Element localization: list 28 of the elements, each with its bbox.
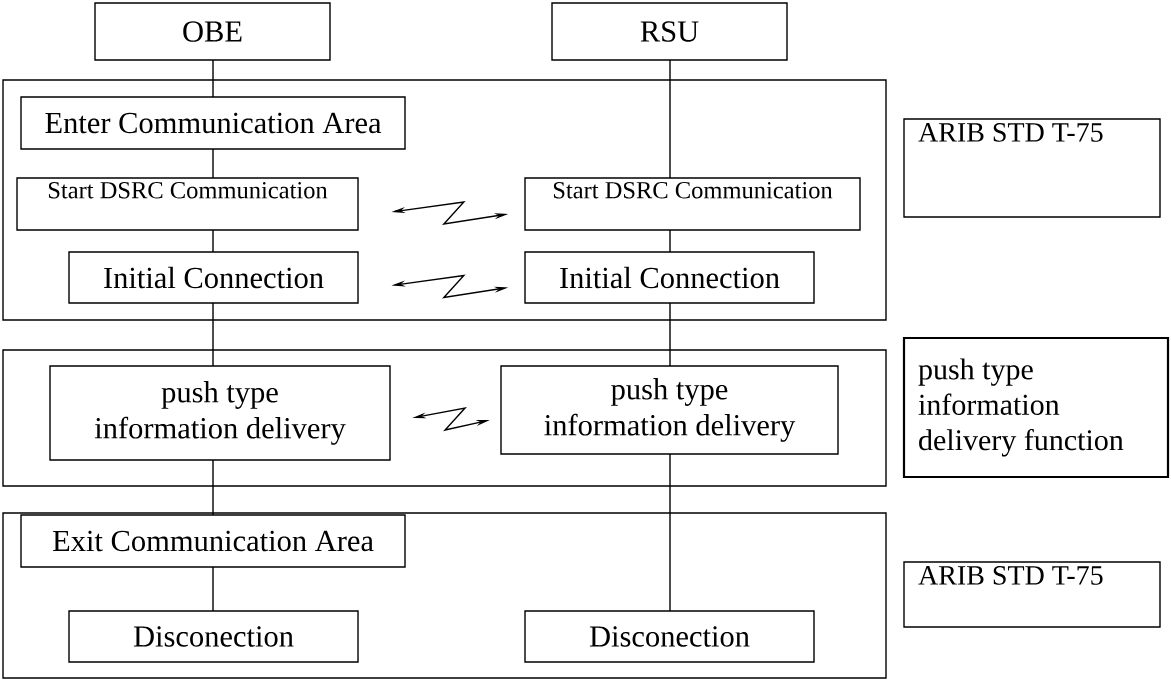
- group-box: [2, 349, 887, 487]
- connector-line: [669, 453, 671, 612]
- process-box: Exit Communication Area: [20, 514, 406, 568]
- process-box: Disconection: [524, 610, 815, 663]
- group-box: [2, 512, 887, 679]
- standard-box: ARIB STD T-75: [903, 561, 1161, 628]
- group-box: [2, 79, 887, 321]
- process-box: push type information delivery: [49, 365, 391, 461]
- process-box: Initial Connection: [68, 251, 359, 304]
- process-box: Disconection: [68, 610, 359, 663]
- connector-line: [669, 229, 671, 253]
- process-box: Start DSRC Communication: [16, 177, 359, 231]
- process-box: Enter Communication Area: [20, 96, 406, 150]
- entity-box: OBE: [94, 2, 331, 61]
- connector-line: [669, 59, 671, 179]
- process-box: Start DSRC Communication: [524, 177, 861, 231]
- entity-box: RSU: [551, 2, 788, 61]
- connector-line: [212, 566, 214, 612]
- standard-box: ARIB STD T-75: [903, 118, 1161, 218]
- function-box: push type information delivery function: [902, 336, 1170, 479]
- connector-line: [212, 229, 214, 253]
- connector-line: [212, 302, 214, 367]
- connector-line: [669, 302, 671, 367]
- process-box: Initial Connection: [524, 251, 815, 304]
- connector-line: [212, 148, 214, 179]
- connector-line: [212, 59, 214, 98]
- connector-line: [212, 459, 214, 516]
- process-box: push type information delivery: [500, 365, 839, 455]
